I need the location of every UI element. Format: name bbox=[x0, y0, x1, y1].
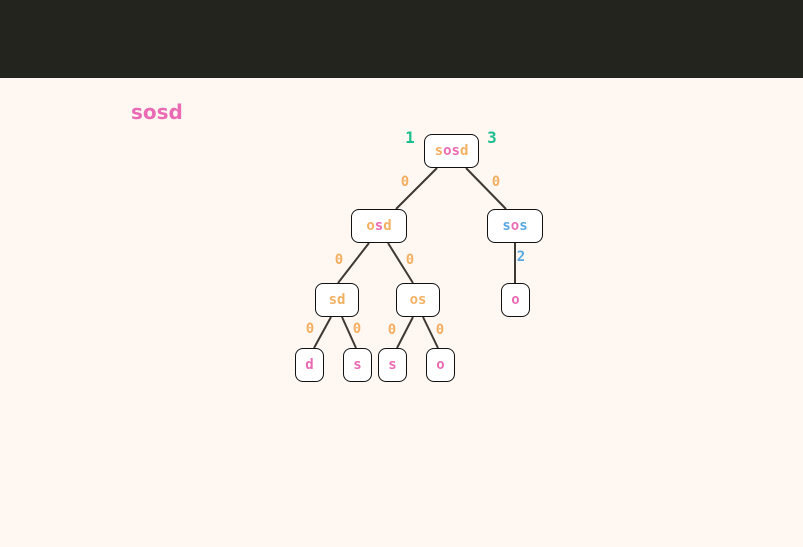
tree-node-d-leaf: d bbox=[295, 348, 324, 382]
edge-label: 0 bbox=[491, 174, 501, 190]
node-char: o bbox=[436, 357, 445, 373]
edge-label: 0 bbox=[305, 321, 315, 337]
tree-node-s-leaf2: s bbox=[378, 348, 407, 382]
tree-node-o-leaf2: o bbox=[426, 348, 455, 382]
node-char: o bbox=[443, 143, 452, 159]
edge-label: 0 bbox=[387, 322, 397, 338]
edge-label: 2 bbox=[516, 249, 526, 265]
edge-label: 0 bbox=[405, 252, 415, 268]
node-char: s bbox=[434, 143, 444, 159]
tree-edge bbox=[387, 242, 414, 284]
node-char: s bbox=[519, 218, 528, 234]
node-char: d bbox=[459, 143, 469, 159]
edge-label: 0 bbox=[435, 322, 445, 338]
tree-edge bbox=[395, 167, 438, 210]
edge-label: 0 bbox=[400, 174, 410, 190]
tree-edge bbox=[396, 316, 414, 349]
node-char: s bbox=[451, 143, 460, 159]
node-char: o bbox=[511, 292, 520, 308]
tree-node-o-leaf: o bbox=[501, 283, 530, 317]
node-char: s bbox=[353, 357, 362, 373]
node-char: s bbox=[502, 218, 511, 234]
tree-edge bbox=[341, 316, 357, 349]
top-bar bbox=[0, 0, 803, 78]
tree-node-s-leaf1: s bbox=[343, 348, 372, 382]
node-char: o bbox=[510, 218, 520, 234]
node-char: d bbox=[383, 218, 392, 234]
node-char: s bbox=[418, 292, 427, 308]
node-char: s bbox=[374, 218, 384, 234]
node-char: s bbox=[388, 357, 397, 373]
tree-edge bbox=[337, 242, 370, 284]
root-right-count: 3 bbox=[487, 128, 497, 147]
node-char: o bbox=[409, 292, 418, 308]
node-char: d bbox=[337, 292, 346, 308]
tree-edge bbox=[313, 316, 332, 349]
node-char: o bbox=[366, 218, 375, 234]
edge-label: 0 bbox=[352, 321, 362, 337]
word-title: sosd bbox=[131, 100, 183, 124]
tree-edge bbox=[465, 167, 507, 210]
edge-label: 0 bbox=[334, 252, 344, 268]
root-left-count: 1 bbox=[405, 128, 415, 147]
node-char: s bbox=[328, 292, 337, 308]
node-char: d bbox=[305, 357, 314, 373]
tree-edge bbox=[422, 316, 439, 349]
